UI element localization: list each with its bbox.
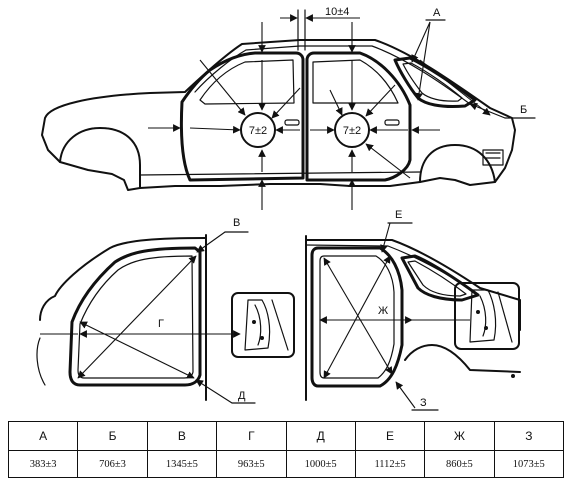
dimension-table-header-row: А Б В Г Д Е Ж З bbox=[7, 421, 565, 451]
table-header-cell: Г bbox=[216, 421, 287, 451]
table-value-cell: 1073±5 bbox=[493, 450, 565, 478]
table-header-cell: Д bbox=[285, 421, 356, 451]
label-a: А bbox=[433, 7, 441, 19]
table-header-cell: Е bbox=[354, 421, 426, 451]
front-door-circle-label: 7±2 bbox=[249, 125, 267, 137]
label-g: Г bbox=[158, 318, 164, 330]
diagram-canvas: 7±2 7±2 10±4 А bbox=[36, 6, 536, 411]
label-zh: Ж bbox=[378, 305, 388, 317]
label-d: Д bbox=[238, 390, 246, 402]
label-z: З bbox=[420, 397, 427, 409]
label-e: Е bbox=[395, 209, 402, 221]
label-v: В bbox=[233, 217, 240, 229]
table-header-cell: В bbox=[146, 421, 218, 451]
rear-door-check-circle bbox=[334, 112, 370, 148]
rear-door-opening-view: Ж Е З bbox=[305, 209, 521, 411]
body-opening-diagram: 7±2 7±2 10±4 А bbox=[36, 6, 536, 411]
table-value-cell: 1000±5 bbox=[285, 450, 356, 478]
gap-dimension-label: 10±4 bbox=[325, 6, 349, 18]
table-value-cell: 1345±5 bbox=[146, 450, 218, 478]
table-value-cell: 860±5 bbox=[424, 450, 495, 478]
table-header-cell: Б bbox=[77, 421, 148, 451]
rear-door-circle-label: 7±2 bbox=[343, 125, 361, 137]
front-door-opening-view: Г В Д bbox=[36, 217, 295, 404]
table-value-cell: 963±5 bbox=[216, 450, 287, 478]
dimension-table: А Б В Г Д Е Ж З 383±3 706±3 1345±5 963±5… bbox=[7, 421, 565, 478]
label-b: Б bbox=[520, 104, 527, 116]
car-side-view: 7±2 7±2 10±4 А bbox=[41, 6, 536, 210]
front-door-check-circle bbox=[240, 112, 276, 148]
table-value-cell: 706±3 bbox=[77, 450, 148, 478]
table-header-cell: Ж bbox=[424, 421, 495, 451]
table-value-cell: 1112±5 bbox=[354, 450, 426, 478]
table-value-cell: 383±3 bbox=[7, 450, 79, 478]
table-header-cell: А bbox=[7, 421, 79, 451]
dimension-table-value-row: 383±3 706±3 1345±5 963±5 1000±5 1112±5 8… bbox=[7, 450, 565, 478]
table-header-cell: З bbox=[493, 421, 565, 451]
